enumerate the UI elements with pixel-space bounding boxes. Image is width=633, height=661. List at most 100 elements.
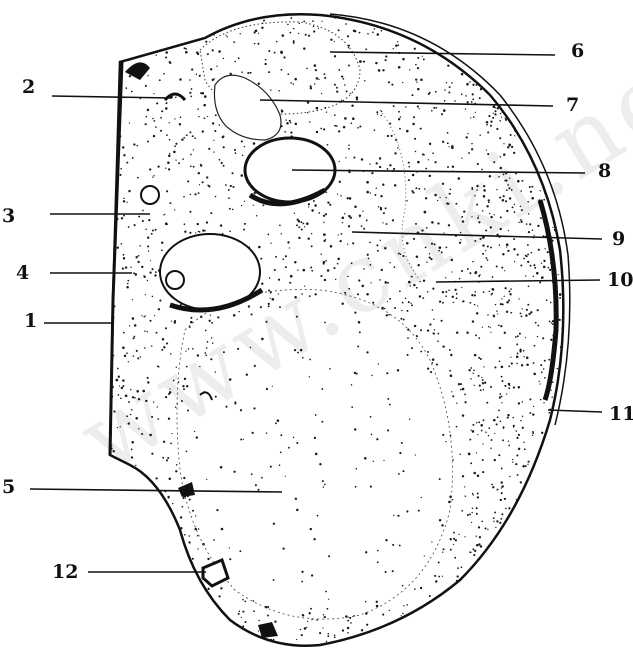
stipple-dot <box>185 583 187 585</box>
stipple-dot <box>546 90 547 91</box>
stipple-dot <box>151 631 153 633</box>
stipple-dot <box>497 313 498 314</box>
stipple-dot <box>427 367 429 369</box>
stipple-dot <box>216 610 218 612</box>
stipple-dot <box>489 17 491 19</box>
stipple-dot <box>449 86 451 88</box>
stipple-dot <box>213 539 215 541</box>
stipple-dot <box>489 620 490 621</box>
stipple-dot <box>141 481 143 483</box>
stipple-dot <box>496 20 498 22</box>
stipple-dot <box>319 463 321 465</box>
stipple-dot <box>568 29 570 31</box>
stipple-dot <box>479 536 481 538</box>
stipple-dot <box>470 378 472 380</box>
stipple-dot <box>300 221 302 223</box>
stipple-dot <box>376 111 378 113</box>
stipple-dot <box>354 30 356 32</box>
stipple-dot <box>423 58 425 60</box>
stipple-dot <box>236 634 239 637</box>
stipple-dot <box>527 261 529 263</box>
stipple-dot <box>160 602 162 604</box>
stipple-dot <box>490 448 492 450</box>
stipple-dot <box>176 464 178 466</box>
stipple-dot <box>524 40 526 42</box>
stipple-dot <box>310 608 312 610</box>
stipple-dot <box>114 15 116 17</box>
stipple-dot <box>146 116 148 118</box>
stipple-dot <box>123 215 125 217</box>
stipple-dot <box>542 337 544 339</box>
stipple-dot <box>534 61 536 63</box>
stipple-dot <box>244 201 245 202</box>
stipple-dot <box>403 605 404 606</box>
stipple-dot <box>173 151 176 154</box>
stipple-dot <box>206 221 208 223</box>
stipple-dot <box>482 559 484 561</box>
stipple-dot <box>267 614 269 616</box>
stipple-dot <box>503 646 505 648</box>
stipple-dot <box>198 528 200 530</box>
stipple-dot <box>533 373 536 376</box>
stipple-dot <box>476 452 477 453</box>
stipple-dot <box>170 39 172 41</box>
stipple-dot <box>539 601 541 603</box>
stipple-dot <box>511 597 512 598</box>
stipple-dot <box>515 21 517 23</box>
stipple-dot <box>169 153 170 154</box>
stipple-dot <box>229 208 231 210</box>
stipple-dot <box>555 586 557 588</box>
stipple-dot <box>488 326 489 327</box>
stipple-dot <box>512 80 514 82</box>
stipple-dot <box>522 578 524 580</box>
stipple-dot <box>419 641 421 643</box>
stipple-dot <box>163 73 165 75</box>
stipple-dot <box>546 437 547 438</box>
stipple-dot <box>164 604 166 606</box>
stipple-dot <box>530 43 532 45</box>
stipple-dot <box>429 595 431 597</box>
stipple-dot <box>546 459 548 461</box>
stipple-dot <box>407 354 409 356</box>
stipple-dot <box>361 641 363 643</box>
stipple-dot <box>417 67 419 69</box>
stipple-dot <box>555 340 557 342</box>
stipple-dot <box>547 542 548 543</box>
stipple-dot <box>147 245 149 247</box>
stipple-dot <box>155 126 157 128</box>
stipple-dot <box>185 51 188 54</box>
stipple-dot <box>152 118 154 120</box>
stipple-dot <box>518 434 520 436</box>
stipple-dot <box>129 75 131 77</box>
stipple-dot <box>197 535 199 537</box>
stipple-dot <box>219 159 221 161</box>
stipple-dot <box>147 615 148 616</box>
stipple-dot <box>184 231 186 233</box>
stipple-dot <box>562 253 564 255</box>
stipple-dot <box>561 414 563 416</box>
stipple-dot <box>379 638 381 640</box>
stipple-dot <box>514 630 515 631</box>
stipple-dot <box>234 61 236 63</box>
stipple-dot <box>223 146 225 148</box>
stipple-dot <box>458 534 459 535</box>
stipple-dot <box>505 64 506 65</box>
stipple-dot <box>408 162 410 164</box>
stipple-dot <box>509 89 511 91</box>
stipple-dot <box>303 20 305 22</box>
stipple-dot <box>263 19 265 21</box>
stipple-dot <box>126 624 128 626</box>
stipple-dot <box>488 51 490 53</box>
stipple-dot <box>453 544 454 545</box>
stipple-dot <box>308 35 310 37</box>
stipple-dot <box>551 15 553 17</box>
stipple-dot <box>438 333 440 335</box>
stipple-dot <box>401 19 403 21</box>
stipple-dot <box>170 39 172 41</box>
stipple-dot <box>456 293 458 295</box>
stipple-dot <box>506 33 508 35</box>
label-1: 1 <box>24 312 37 331</box>
label-12: 12 <box>52 563 78 582</box>
stipple-dot <box>409 418 410 419</box>
stipple-dot <box>490 327 491 328</box>
